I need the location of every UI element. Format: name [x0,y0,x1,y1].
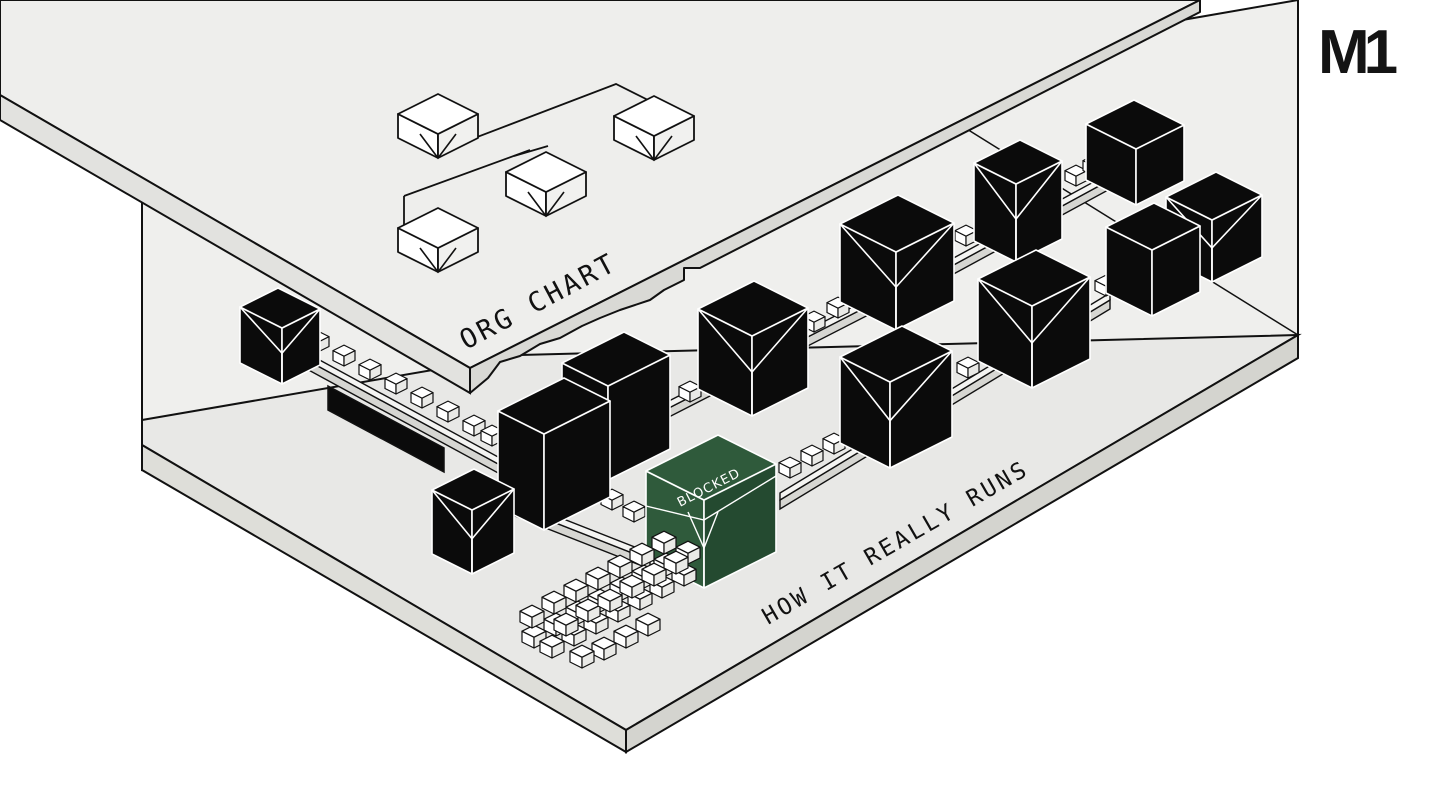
machine-top-3 [839,194,955,331]
floor-right-edge [625,333,1299,754]
package-cube-icon [436,400,460,423]
machine-bottom-3 [977,249,1091,389]
package-cube-icon [651,530,677,555]
package-cube-icon [553,612,579,637]
machine-top-4 [973,139,1063,263]
org-node-right [613,95,695,162]
package-cube-icon [541,590,567,615]
package-cube-icon [384,372,408,395]
shadow-bar [327,384,445,474]
org-node-bottom [397,207,479,274]
package-cube-icon [358,358,382,381]
package-cube-icon [613,624,639,649]
package-cube-icon [585,566,611,591]
org-chart-slab [0,0,1201,395]
package-cube-icon [519,604,545,629]
machine-bottom-2 [839,325,953,469]
machine-front-left [431,468,515,575]
package-cube-icon [332,344,356,367]
package-cube-icon [663,550,689,575]
machine-layer: BLOCKED [239,99,1263,589]
brand-logo: M1 [1318,18,1398,87]
slab-torn-edge [469,0,1201,394]
machine-top-2 [697,280,809,417]
package-cube-icon [569,644,595,669]
org-node-middle [505,151,587,218]
package-cube-icon [410,386,434,409]
package-cube-icon [800,444,824,467]
machine-bottom-4 [1105,202,1201,317]
package-cube-icon [563,578,589,603]
package-pile [519,530,701,669]
blocked-machine: BLOCKED [645,434,777,589]
package-cube-icon [619,574,645,599]
machine-center-front [497,377,611,531]
org-node-root [397,93,479,160]
package-cube-icon [635,612,661,637]
package-cube-icon [778,456,802,479]
package-cube-icon [597,588,623,613]
org-tree [397,83,695,274]
machine-far-left [239,287,321,385]
machine-top-end [1085,99,1185,206]
package-cube-icon [622,500,646,523]
package-cube-icon [575,598,601,623]
package-cube-icon [462,414,486,437]
package-cube-icon [956,356,980,379]
